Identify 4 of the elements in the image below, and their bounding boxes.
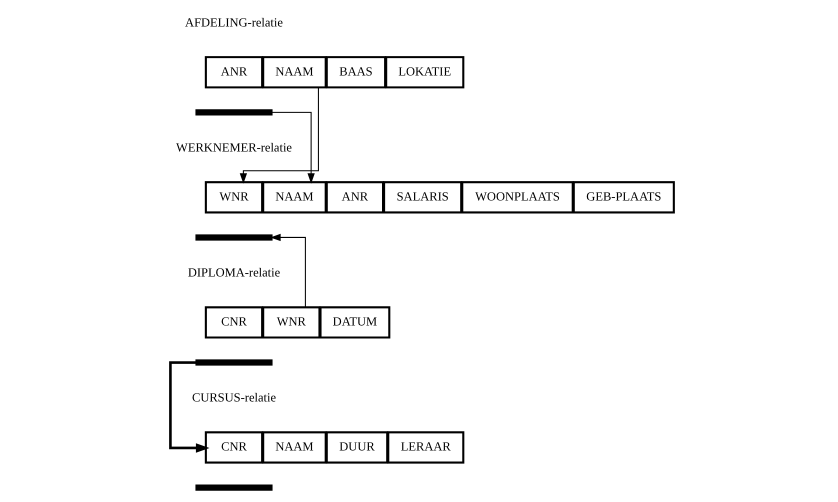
label: WERKNEMER-relatie <box>176 140 292 155</box>
label: CURSUS-relatie <box>192 390 276 405</box>
label: AFDELING-relatie <box>185 16 283 30</box>
label: DIPLOMA-relatie <box>188 266 280 280</box>
